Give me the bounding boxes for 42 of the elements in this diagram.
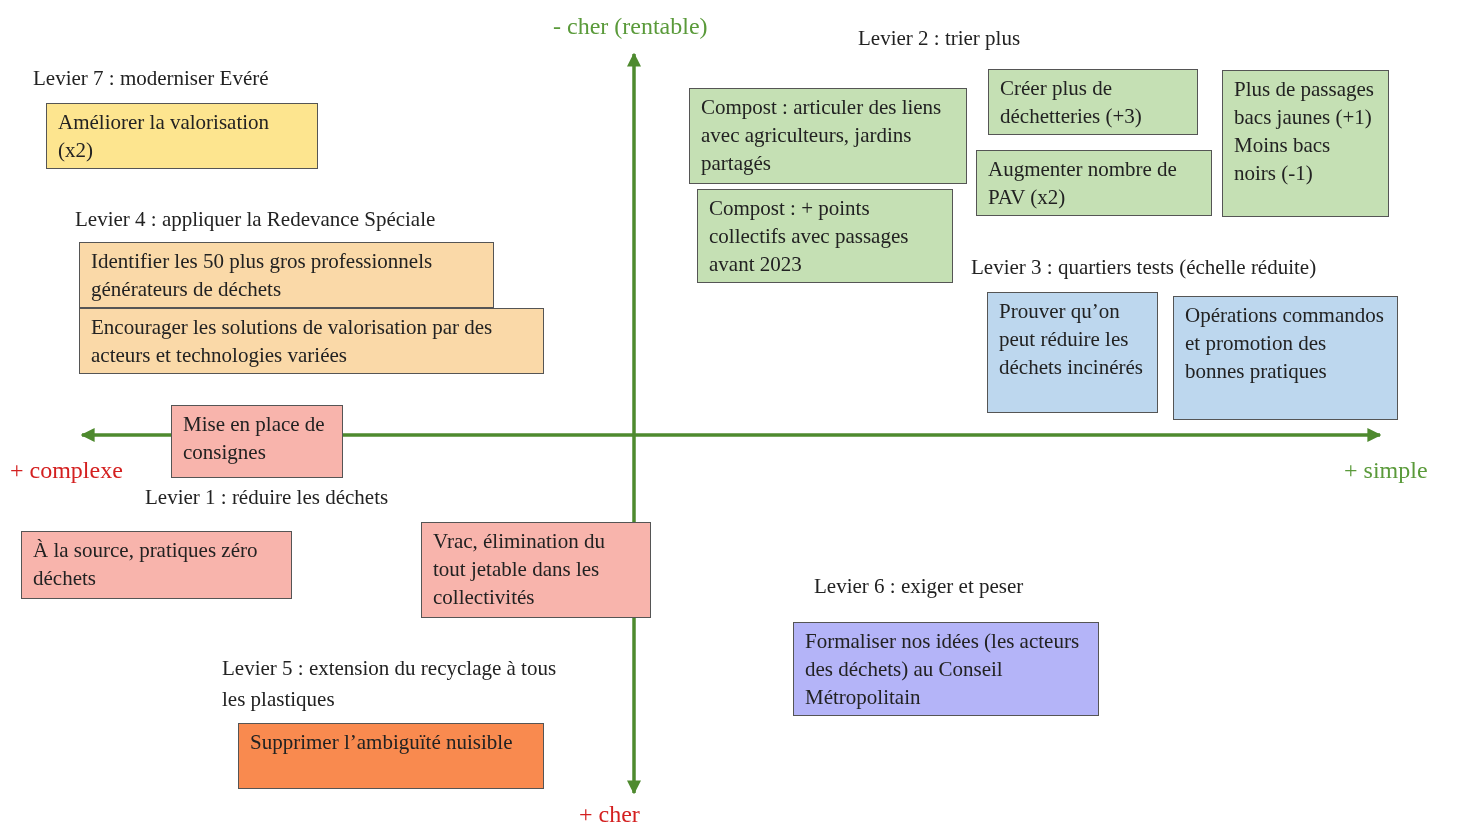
action-box [793, 622, 1099, 716]
action-text: Formaliser nos idées (les acteurs des déchets) au Conseil Métropolitain [805, 628, 1081, 711]
action-box [238, 723, 544, 789]
action-box [421, 522, 651, 618]
action-text: À la source, pratiques zéro déchets [33, 537, 259, 592]
action-text: Supprimer l’ambiguïté nuisible [250, 729, 514, 756]
lever-heading: Levier 2 : trier plus [858, 25, 1021, 52]
action-text: Plus de passages bacs jaunes (+1) [1234, 76, 1375, 131]
action-text: Identifier les 50 plus gros professionnels générateurs de déchets [91, 248, 434, 303]
axis-label: - cher (rentable) [553, 12, 708, 40]
action-box [976, 150, 1212, 216]
action-box [1173, 296, 1398, 420]
action-text: Créer plus de déchetteries (+3) [1000, 75, 1143, 130]
action-text: Améliorer la valorisation (x2) [58, 109, 271, 164]
action-box [46, 103, 318, 169]
action-box [987, 292, 1158, 413]
action-text: Encourager les solutions de valorisation par des acteurs et technologies variées [91, 314, 494, 369]
axis-label: + complexe [10, 456, 123, 484]
action-text: Opérations commandos et promotion des bonnes pratiques [1185, 302, 1385, 385]
lever-heading: Levier 1 : réduire les déchets [145, 484, 389, 511]
action-text: Mise en place de consignes [183, 411, 326, 466]
lever-heading: Levier 3 : quartiers tests (échelle réduite) [971, 254, 1317, 281]
action-text: Augmenter nombre de PAV (x2) [988, 156, 1178, 211]
action-text: Compost : articuler des liens avec agriculteurs, jardins partagés [701, 94, 943, 177]
action-box [988, 69, 1198, 135]
action-text: Moins bacs noirs (-1) [1234, 132, 1332, 187]
action-box [1222, 70, 1389, 217]
lever-heading: Levier 5 : extension du recyclage à tous les plastiques [222, 655, 558, 713]
action-box [79, 242, 494, 308]
action-box [689, 88, 967, 184]
axis-label: + cher [579, 800, 640, 827]
action-text: Vrac, élimination du tout jetable dans les collectivités [433, 528, 606, 611]
action-text: Prouver qu’on peut réduire les déchets incinérés [999, 298, 1145, 381]
action-box [79, 308, 544, 374]
lever-heading: Levier 7 : moderniser Evéré [33, 65, 269, 92]
lever-heading: Levier 4 : appliquer la Redevance Spéciale [75, 206, 436, 233]
action-box [171, 405, 343, 478]
action-text: Compost : + points collectifs avec passages avant 2023 [709, 195, 910, 278]
action-box [697, 189, 953, 283]
lever-heading: Levier 6 : exiger et peser [814, 573, 1024, 600]
action-box [21, 531, 292, 599]
axis-label: + simple [1344, 456, 1428, 484]
